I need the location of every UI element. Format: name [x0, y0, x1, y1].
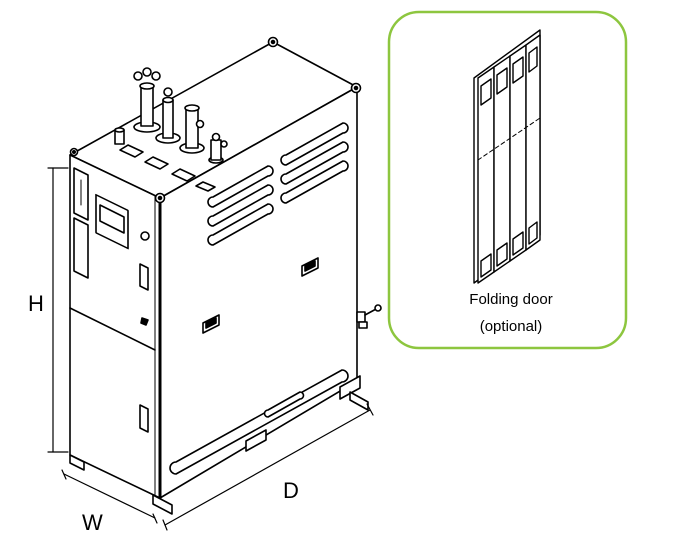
front-panel-divider — [69, 307, 156, 351]
folding-door-illustration — [473, 29, 541, 284]
callout-title: Folding door — [469, 291, 553, 308]
dimension-height — [47, 167, 69, 453]
top-pipe-connections — [114, 67, 228, 192]
base-feet — [69, 375, 369, 515]
height-label: H — [28, 291, 44, 316]
side-valve — [356, 304, 382, 329]
callout-note: (optional) — [479, 318, 543, 335]
side-vent-slots — [169, 122, 349, 475]
depth-label: D — [283, 478, 299, 503]
lifting-lugs — [69, 36, 362, 204]
dimension-width — [61, 469, 158, 524]
front-control-panel — [73, 167, 150, 433]
width-label: W — [82, 510, 103, 535]
side-handles — [202, 257, 319, 334]
dimension-depth — [162, 403, 374, 531]
